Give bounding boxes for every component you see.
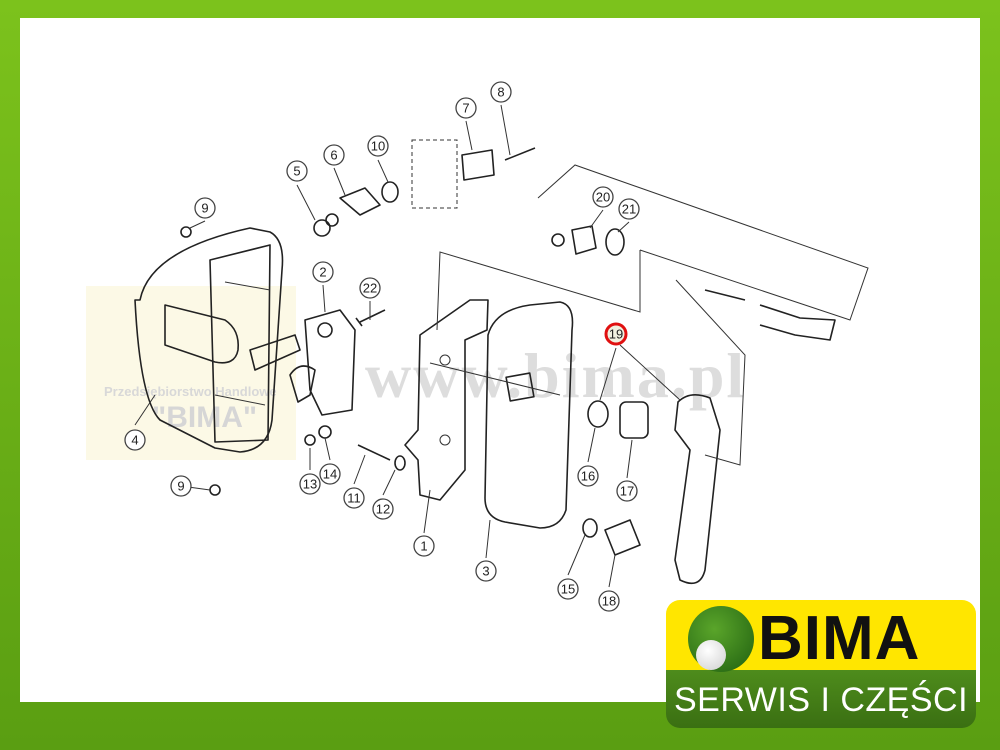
callout-label: 2 — [319, 265, 326, 280]
callout-circle — [592, 186, 614, 208]
callout-label: 16 — [581, 469, 595, 484]
callout-circle — [490, 81, 512, 103]
logo-tagline: SERWIS I CZĘŚCI — [673, 681, 969, 719]
callout-11: 11 — [343, 487, 365, 509]
callout-10: 10 — [367, 135, 389, 157]
callout-16: 16 — [577, 465, 599, 487]
callout-circle — [618, 198, 640, 220]
part-plate — [404, 299, 489, 501]
callout-17: 17 — [616, 480, 638, 502]
callout-circle — [194, 197, 216, 219]
callout-circle — [577, 465, 599, 487]
callout-6: 6 — [323, 144, 345, 166]
callout-3: 3 — [475, 560, 497, 582]
callout-5: 5 — [286, 160, 308, 182]
inset-frame-lower — [436, 250, 746, 466]
logo-ball-highlight-icon — [696, 640, 726, 670]
part-panel — [484, 301, 574, 529]
callout-9: 9 — [194, 197, 216, 219]
callout-label: 10 — [371, 139, 385, 154]
callout-label: 15 — [561, 582, 575, 597]
callout-21: 21 — [618, 198, 640, 220]
callout-label: 9 — [177, 479, 184, 494]
callout-circle — [372, 498, 394, 520]
callout-13: 13 — [299, 473, 321, 495]
callout-circle — [475, 560, 497, 582]
watermark-url: www.bima.pl — [365, 340, 747, 411]
callout-14: 14 — [319, 463, 341, 485]
callout-label: 5 — [293, 164, 300, 179]
logo-name: BIMA — [758, 604, 921, 673]
callout-label: 3 — [482, 564, 489, 579]
callout-2: 2 — [312, 261, 334, 283]
callout-label: 11 — [347, 491, 361, 506]
bima-logo: BIMA SERWIS I CZĘŚCI — [666, 600, 976, 728]
callout-circle — [323, 144, 345, 166]
callout-9: 9 — [170, 475, 192, 497]
callout-circle — [367, 135, 389, 157]
callout-20: 20 — [592, 186, 614, 208]
callout-circle — [616, 480, 638, 502]
callout-circle — [319, 463, 341, 485]
callout-label: 22 — [363, 281, 377, 296]
callout-label: 19 — [609, 327, 623, 342]
callout-label: 20 — [596, 190, 610, 205]
part-screw-22 — [355, 309, 386, 327]
callout-label: 14 — [323, 467, 337, 482]
callout-label: 12 — [376, 502, 390, 517]
part-panel-slot — [505, 372, 535, 402]
watermark-box — [86, 286, 296, 460]
logo-bottom-band — [666, 670, 976, 728]
callout-22: 22 — [359, 277, 381, 299]
callout-label: 4 — [131, 433, 138, 448]
callout-1: 1 — [413, 535, 435, 557]
callout-12: 12 — [372, 498, 394, 520]
callout-label: 1 — [420, 539, 427, 554]
callout-4: 4 — [124, 429, 146, 451]
callout-label: 21 — [622, 202, 636, 217]
callout-circle — [598, 590, 620, 612]
callout-label: 8 — [497, 85, 504, 100]
callout-circle — [413, 535, 435, 557]
inset-frame-upper — [537, 164, 869, 321]
callout-circle — [299, 473, 321, 495]
watermark-name: "BIMA" — [152, 401, 258, 434]
callout-circle — [124, 429, 146, 451]
callout-18: 18 — [598, 590, 620, 612]
callout-7: 7 — [455, 97, 477, 119]
callout-circle — [343, 487, 365, 509]
callout-label: 7 — [462, 101, 469, 116]
part-cover — [134, 227, 284, 453]
callout-label: 17 — [620, 484, 634, 499]
callout-circle — [170, 475, 192, 497]
callout-label: 13 — [303, 477, 317, 492]
leader-lines — [134, 104, 681, 588]
callout-circle — [557, 578, 579, 600]
callout-15: 15 — [557, 578, 579, 600]
callout-label: 9 — [201, 201, 208, 216]
callout-label: 18 — [602, 594, 616, 609]
callout-19: 19 — [604, 322, 628, 346]
callout-8: 8 — [490, 81, 512, 103]
callout-circle — [455, 97, 477, 119]
callout-circle — [286, 160, 308, 182]
callout-circle — [604, 322, 628, 346]
callout-circle — [359, 277, 381, 299]
fasteners — [180, 139, 836, 585]
callout-circle — [312, 261, 334, 283]
part-latch — [249, 309, 356, 416]
callout-label: 6 — [330, 148, 337, 163]
